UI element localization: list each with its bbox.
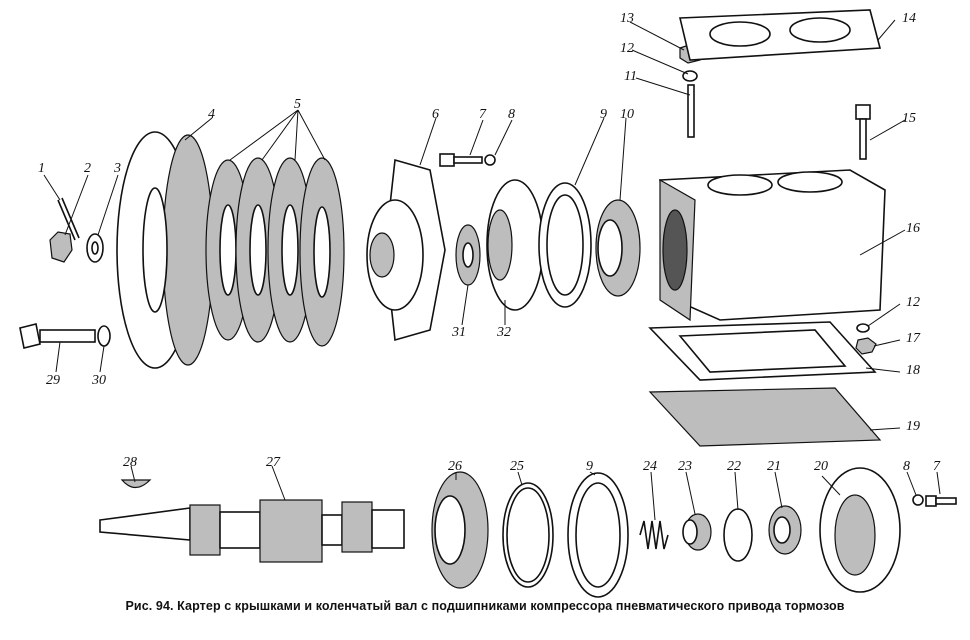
washer-12-bottom: [856, 323, 870, 333]
label-3: 3: [113, 161, 121, 176]
gasket-9-top: [538, 182, 592, 308]
gasket-9-bottom: [567, 472, 629, 598]
nut-21: [768, 505, 802, 555]
label-27: 27: [266, 455, 281, 470]
bearing-26: [431, 471, 489, 589]
label-15: 15: [902, 111, 916, 126]
figure-caption: Рис. 94. Картер с крышками и коленчатый …: [125, 599, 845, 613]
label-19: 19: [906, 419, 920, 434]
label-23: 23: [678, 459, 692, 474]
label-10: 10: [620, 107, 634, 122]
label-5: 5: [294, 97, 301, 112]
label-1: 1: [38, 161, 45, 176]
label-31: 31: [451, 325, 466, 340]
bearing-cover-6: [366, 158, 446, 342]
label-22: 22: [727, 459, 741, 474]
bolt-7-bottom: [925, 495, 957, 507]
leader-lines: [43, 19, 941, 521]
label-12-bottom: 12: [906, 295, 920, 310]
seal-31: [455, 224, 481, 286]
crankcase-16: [659, 169, 886, 322]
bearing-10: [595, 199, 641, 297]
label-2: 2: [84, 161, 91, 176]
label-28: 28: [123, 455, 137, 470]
label-4: 4: [208, 107, 215, 122]
bolt-29: [19, 323, 96, 349]
spring-24: [639, 520, 669, 550]
rear-cover-20: [819, 467, 901, 593]
label-8-top: 8: [508, 107, 515, 122]
label-9-bottom: 9: [586, 459, 593, 474]
label-13: 13: [620, 11, 634, 26]
bolt-7-top: [439, 153, 483, 167]
label-18: 18: [906, 363, 920, 378]
castle-nut-2: [49, 231, 73, 263]
gaskets-5: [205, 157, 345, 347]
label-6: 6: [432, 107, 439, 122]
label-16: 16: [906, 221, 920, 236]
gasket-18: [648, 321, 877, 381]
bolt-15: [855, 104, 871, 160]
label-12-top: 12: [620, 41, 634, 56]
cover-flange-4: [116, 131, 214, 369]
label-17: 17: [906, 331, 921, 346]
cotter-pin-1: [57, 197, 80, 241]
washer-8-top: [484, 154, 496, 166]
cover-plate-19: [648, 387, 882, 447]
washer-3: [86, 233, 104, 263]
label-9-top: 9: [600, 107, 607, 122]
label-7-bottom: 7: [933, 459, 941, 474]
retaining-ring-25: [502, 482, 554, 588]
bushing-23: [682, 513, 712, 551]
washer-8-bottom: [912, 494, 924, 506]
label-30: 30: [91, 373, 106, 388]
label-29: 29: [46, 373, 60, 388]
crankshaft-27: [99, 499, 405, 563]
nut-17: [855, 337, 877, 355]
label-25: 25: [510, 459, 524, 474]
label-11: 11: [624, 69, 637, 84]
label-14: 14: [902, 11, 916, 26]
label-32: 32: [496, 325, 511, 340]
stud-11: [687, 84, 695, 138]
seal-housing-32: [486, 179, 544, 311]
label-20: 20: [814, 459, 828, 474]
washer-30: [97, 325, 111, 347]
label-24: 24: [643, 459, 657, 474]
gasket-14: [678, 9, 882, 61]
label-21: 21: [767, 459, 781, 474]
label-7-top: 7: [479, 107, 487, 122]
label-26: 26: [448, 459, 462, 474]
lock-washer-22: [723, 508, 753, 562]
label-8-bottom: 8: [903, 459, 910, 474]
key-28: [120, 479, 152, 489]
